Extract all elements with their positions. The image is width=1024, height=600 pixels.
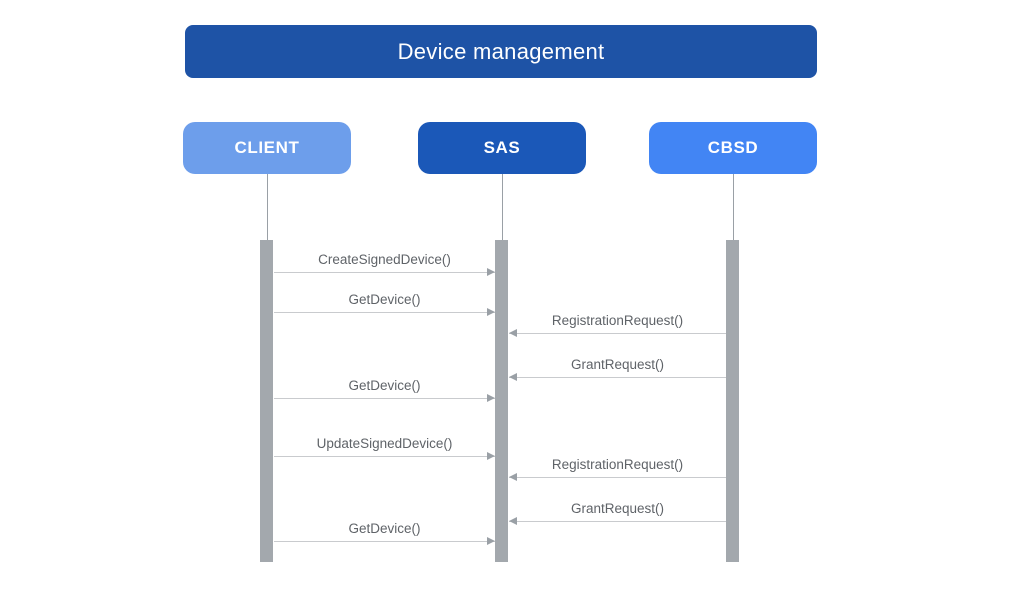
- arrowhead-right-icon: [487, 452, 495, 460]
- activation-bar-cbsd: [726, 240, 739, 562]
- arrowhead-left-icon: [509, 329, 517, 337]
- arrowhead-left-icon: [509, 473, 517, 481]
- activation-bar-sas: [495, 240, 508, 562]
- message-line: [509, 477, 726, 478]
- message-line: [509, 333, 726, 334]
- lifeline-cbsd: [733, 174, 734, 240]
- message-label: CreateSignedDevice(): [318, 252, 451, 267]
- message-label: UpdateSignedDevice(): [316, 436, 453, 451]
- message-line: [274, 312, 495, 313]
- lifeline-sas: [502, 174, 503, 240]
- actor-cbsd-label: CBSD: [707, 138, 759, 157]
- activation-bar-client: [260, 240, 273, 562]
- message-line: [274, 456, 495, 457]
- arrowhead-left-icon: [509, 373, 517, 381]
- arrowhead-right-icon: [487, 308, 495, 316]
- message-label: RegistrationRequest(): [551, 457, 684, 472]
- message-line: [509, 377, 726, 378]
- message-label: GrantRequest(): [570, 357, 665, 372]
- message-label: GetDevice(): [348, 292, 421, 307]
- message-line: [274, 541, 495, 542]
- message-line: [509, 521, 726, 522]
- message-label: GetDevice(): [348, 521, 421, 536]
- actor-cbsd: CBSD: [649, 122, 817, 174]
- message-label: RegistrationRequest(): [551, 313, 684, 328]
- actor-sas: SAS: [418, 122, 586, 174]
- lifeline-client: [267, 174, 268, 240]
- arrowhead-right-icon: [487, 537, 495, 545]
- arrowhead-right-icon: [487, 394, 495, 402]
- actor-sas-label: SAS: [483, 138, 521, 157]
- arrowhead-left-icon: [509, 517, 517, 525]
- actor-client-label: CLIENT: [234, 138, 300, 157]
- arrowhead-right-icon: [487, 268, 495, 276]
- message-label: GrantRequest(): [570, 501, 665, 516]
- diagram-title: Device management: [397, 38, 605, 64]
- message-line: [274, 398, 495, 399]
- message-line: [274, 272, 495, 273]
- diagram-title-bar: Device management: [185, 25, 817, 78]
- message-label: GetDevice(): [348, 378, 421, 393]
- actor-client: CLIENT: [183, 122, 351, 174]
